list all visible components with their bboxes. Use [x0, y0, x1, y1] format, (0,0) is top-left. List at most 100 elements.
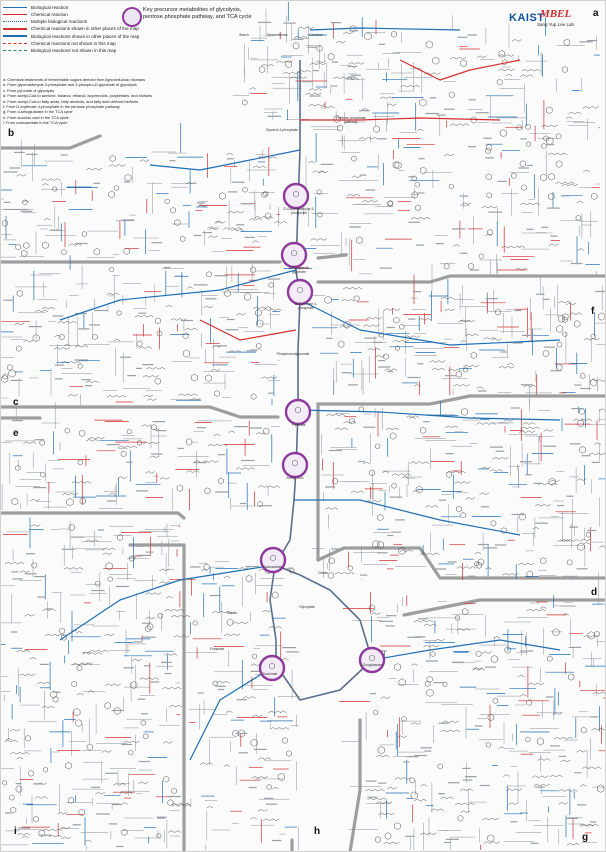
section-divider	[0, 405, 280, 419]
enzyme-label	[387, 534, 394, 537]
molecule-ring	[387, 200, 393, 207]
legend-item: Chemical reactions not shown in this map	[3, 40, 239, 47]
molecule-ring	[137, 440, 142, 446]
legend-notes: a: Chemical treatments of fermentable su…	[3, 77, 263, 126]
enzyme-label	[231, 181, 245, 183]
molecule-chain	[145, 592, 162, 595]
enzyme-label	[379, 620, 393, 622]
enzyme-label	[500, 351, 508, 353]
enzyme-label	[105, 772, 118, 774]
legend-item: Chemical reactions shown in other places…	[3, 26, 239, 33]
enzyme-label	[463, 779, 473, 781]
molecule-ring	[261, 191, 268, 198]
enzyme-label	[488, 211, 503, 213]
molecule-ring	[521, 184, 527, 191]
molecule-chain	[532, 527, 540, 530]
molecule-chain	[489, 469, 503, 472]
molecule-chain	[297, 26, 314, 29]
molecule-chain	[202, 460, 219, 463]
molecule-chain	[485, 233, 492, 236]
enzyme-label	[3, 171, 18, 173]
molecule-ring	[1, 219, 8, 227]
molecule-ring	[31, 562, 38, 569]
molecule-ring	[384, 832, 392, 840]
molecule-chain	[342, 31, 353, 35]
section-label-c: c	[13, 397, 19, 408]
enzyme-label	[363, 426, 376, 428]
enzyme-label	[461, 252, 468, 254]
molecule-chain	[410, 217, 431, 220]
enzyme-label	[475, 112, 489, 114]
enzyme-label	[215, 491, 228, 493]
molecule-chain	[252, 714, 263, 718]
enzyme-label	[475, 725, 483, 727]
molecule-chain	[413, 798, 427, 802]
note: a: Chemical treatments of fermentable su…	[3, 77, 146, 82]
molecule-chain	[413, 619, 434, 623]
molecule-chain	[383, 841, 400, 845]
molecule-chain	[474, 551, 482, 555]
molecule-ring	[285, 60, 292, 69]
molecule-chain	[139, 677, 160, 680]
enzyme-label	[418, 618, 428, 620]
enzyme-label	[33, 783, 44, 785]
molecule-ring	[373, 709, 378, 716]
molecule-chain	[232, 621, 249, 625]
molecule-chain	[580, 784, 587, 787]
molecule-chain	[41, 178, 61, 181]
enzyme-label	[238, 752, 249, 754]
molecule-chain	[460, 340, 468, 343]
molecule-chain	[23, 441, 37, 444]
enzyme-label	[271, 839, 282, 842]
molecule-chain	[282, 71, 303, 75]
molecule-ring	[218, 477, 224, 485]
molecule-ring	[392, 161, 400, 169]
enzyme-label	[490, 446, 503, 448]
enzyme-label	[520, 650, 534, 652]
molecule-ring	[174, 219, 181, 226]
molecule-ring	[265, 212, 272, 220]
enzyme-label	[12, 420, 23, 422]
molecule-ring	[214, 390, 220, 397]
molecule-ring	[316, 189, 322, 195]
enzyme-label	[72, 824, 81, 826]
molecule-chain	[400, 84, 420, 88]
molecule-chain	[511, 39, 522, 42]
enzyme-label	[164, 672, 172, 675]
enzyme-label	[479, 784, 491, 787]
molecule-chain	[308, 161, 315, 164]
molecule-chain	[95, 792, 105, 795]
molecule-ring	[117, 534, 124, 541]
enzyme-label	[142, 364, 154, 366]
molecule-ring	[25, 735, 31, 742]
molecule-ring	[327, 572, 334, 579]
enzyme-label	[497, 180, 507, 182]
pep-label: Phosphoenolpyruvate	[276, 352, 310, 356]
enzyme-label	[190, 566, 201, 568]
molecule-chain	[67, 394, 78, 397]
molecule-ring	[555, 160, 563, 168]
molecule-chain	[162, 741, 173, 744]
enzyme-label	[367, 796, 377, 798]
molecule-ring	[337, 340, 345, 348]
molecule-chain	[521, 69, 541, 72]
enzyme-label	[38, 834, 52, 836]
legend-label: Chemical reactions shown in other places…	[31, 26, 139, 32]
enzyme-label	[468, 99, 476, 101]
molecule-ring	[492, 697, 499, 704]
molecule-ring	[368, 469, 375, 477]
molecule-ring	[182, 349, 190, 358]
molecule-chain	[210, 368, 221, 372]
molecule-ring	[373, 125, 380, 133]
molecule-chain	[380, 696, 391, 699]
molecule-chain	[325, 413, 346, 417]
molecule-chain	[104, 683, 122, 686]
legend-item: Biological reaction	[3, 4, 239, 11]
section-divider	[402, 598, 606, 617]
pathway-route	[297, 409, 561, 421]
molecule-chain	[549, 479, 560, 483]
molecule-chain	[251, 776, 268, 779]
molecule-ring	[566, 559, 573, 566]
starch-label: Starch	[239, 33, 249, 37]
